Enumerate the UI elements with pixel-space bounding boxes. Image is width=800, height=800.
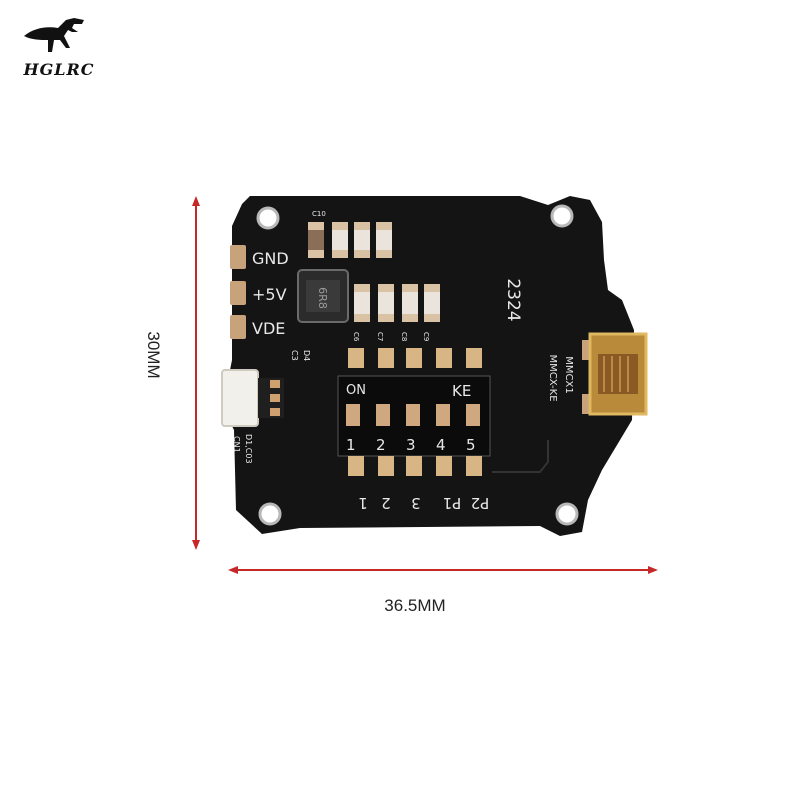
marking-d4: D4 bbox=[302, 350, 311, 361]
pad-label-gnd: GND bbox=[252, 249, 289, 268]
switch-bottom-label-3: 3 bbox=[411, 494, 421, 512]
height-dimension-label: 30MM bbox=[144, 331, 163, 379]
brand-logo: HGLRC bbox=[14, 14, 104, 84]
mounting-holes bbox=[256, 204, 579, 526]
marking-c9: C9 bbox=[422, 332, 430, 341]
switch-number-3: 3 bbox=[406, 436, 416, 454]
switch-on-label: ON bbox=[346, 383, 366, 398]
switch-bottom-label-1: 1 bbox=[358, 494, 368, 512]
marking-c6: C6 bbox=[352, 332, 360, 342]
chip-marking: 6R8 bbox=[316, 287, 329, 309]
model-marking-1: MMCX1 bbox=[563, 356, 574, 393]
jst-connector bbox=[221, 369, 284, 427]
inductor-chip: 6R8 bbox=[297, 269, 349, 323]
pad-label-5v: +5V bbox=[252, 285, 287, 304]
switch-toggles bbox=[346, 404, 480, 426]
width-dimension-arrow bbox=[228, 566, 658, 574]
switch-number-5: 5 bbox=[466, 436, 476, 454]
capacitor-row-bottom bbox=[354, 284, 440, 322]
dip-switch-top-pins bbox=[348, 348, 482, 368]
pcb-trace bbox=[492, 440, 549, 473]
dip-switch-bottom-pins bbox=[348, 456, 482, 476]
dip-switch: ON KE 1 2 3 4 5 1 2 3 P1 P2 bbox=[337, 348, 491, 512]
marking-c7: C7 bbox=[376, 332, 384, 341]
switch-number-2: 2 bbox=[376, 436, 386, 454]
mmcx-connector bbox=[582, 332, 648, 416]
brand-name: HGLRC bbox=[23, 60, 95, 79]
switch-bottom-label-p1: P1 bbox=[443, 494, 462, 512]
marking-d1: D1,C03 bbox=[244, 434, 253, 464]
switch-bottom-label-p2: P2 bbox=[471, 494, 490, 512]
dinosaur-icon bbox=[24, 18, 84, 52]
switch-number-1: 1 bbox=[346, 436, 356, 454]
width-dimension-label: 36.5MM bbox=[384, 596, 446, 615]
switch-ke-label: KE bbox=[452, 382, 471, 400]
switch-bottom-label-2: 2 bbox=[381, 494, 391, 512]
height-dimension-arrow bbox=[192, 196, 200, 550]
marking-c8: C8 bbox=[400, 332, 408, 341]
marking-c3: C3 bbox=[290, 350, 299, 361]
marking-c10: C10 bbox=[312, 210, 326, 218]
date-code: 2324 bbox=[503, 278, 523, 321]
pad-label-vde: VDE bbox=[252, 319, 285, 338]
marking-cn1: CN1 bbox=[232, 436, 241, 453]
switch-number-4: 4 bbox=[436, 436, 446, 454]
capacitor-row-top bbox=[308, 222, 392, 258]
power-pads bbox=[230, 245, 246, 339]
model-marking-2: MMCX-KE bbox=[547, 354, 558, 401]
